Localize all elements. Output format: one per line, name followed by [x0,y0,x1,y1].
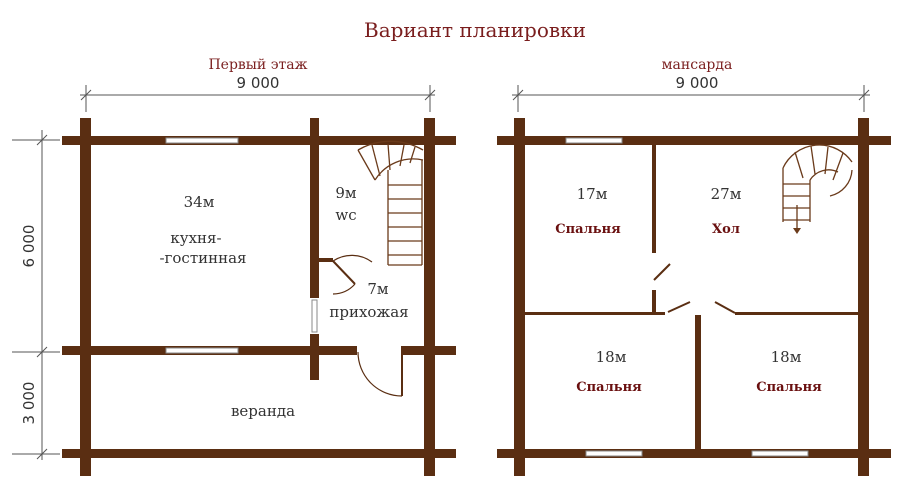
hall-name: прихожая [329,303,408,321]
first-floor-height-bottom-label: 3 000 [20,382,38,425]
first-floor-width-label: 9 000 [237,74,280,92]
attic-width-dimension: 9 000 [512,74,870,112]
wc-door [332,254,373,295]
kitchen-area: 34м [184,193,215,211]
attic-width-label: 9 000 [676,74,719,92]
window [311,299,318,333]
kitchen-name-line2: -гостинная [159,249,246,267]
wc-area: 9м [335,184,357,202]
veranda-name: веранда [231,402,295,420]
hall-area: 7м [367,280,389,298]
first-floor-walls [62,118,456,476]
attic-bedroom2-name: Спальня [576,380,642,395]
attic-bedroom3-name: Спальня [756,380,822,395]
attic-bedroom1-area: 17м [577,185,608,203]
attic-floor-label: мансарда [662,57,733,73]
staircase [357,140,424,266]
door-opening [357,344,401,356]
first-floor-width-dimension: 9 000 [80,74,436,112]
attic-staircase [782,144,853,234]
page-title: Вариант планировки [364,18,586,42]
attic-hall-name: Хол [712,222,740,237]
window [565,137,623,144]
attic-bedroom1-name: Спальня [555,222,621,237]
attic-floor-plan: мансарда 9 000 [497,57,891,476]
attic-doors [653,263,736,314]
wc-name: wc [335,206,356,224]
attic-bedroom3-area: 18м [771,348,802,366]
front-door [357,351,403,397]
attic-bedroom2-area: 18м [596,348,627,366]
attic-hall-area: 27м [711,185,742,203]
first-floor-label: Первый этаж [208,57,307,73]
window [751,450,809,457]
first-floor-plan: Первый этаж 9 000 6 000 3 000 [12,57,456,476]
window [585,450,643,457]
window [165,137,239,144]
first-floor-height-dimension: 6 000 3 000 [12,130,60,460]
kitchen-name-line1: кухня- [170,229,221,247]
window [165,347,239,354]
attic-walls [497,118,891,476]
first-floor-height-top-label: 6 000 [20,225,38,268]
